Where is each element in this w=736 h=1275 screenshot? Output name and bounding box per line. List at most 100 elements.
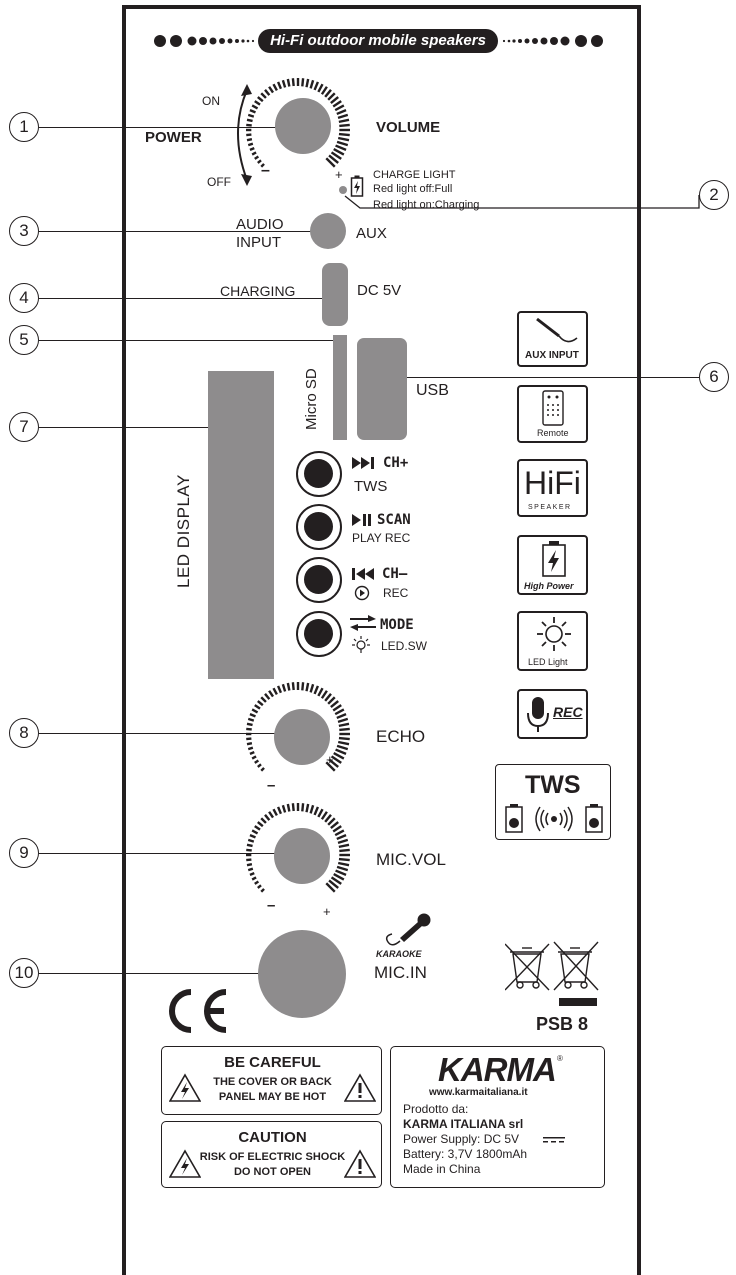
aux-input-badge: AUX INPUT [517, 311, 588, 367]
psb-label: PSB 8 [536, 1014, 589, 1034]
dial-tick [338, 722, 350, 728]
dial-tick [333, 873, 345, 881]
dial-tick [317, 687, 324, 697]
remote-badge: Remote [517, 385, 588, 443]
dial-tick [320, 86, 328, 95]
tws-speakers-icon [505, 804, 603, 833]
dial-tick [339, 848, 350, 853]
dial-tick [301, 803, 305, 812]
power-on-label: ON [202, 94, 220, 108]
dial-tick [246, 118, 253, 123]
caution-line1: RISK OF ELECTRIC SHOCK [199, 1151, 346, 1163]
mode-swap-icon [350, 615, 376, 631]
micvol-dial-scale [246, 803, 350, 893]
dial-tick [254, 880, 260, 885]
echo-knob[interactable] [274, 709, 330, 765]
be-careful-line1: THE COVER OR BACK [213, 1076, 332, 1088]
dial-tick [268, 811, 274, 819]
record-play-icon [354, 585, 370, 601]
microphone-icon [527, 697, 549, 732]
electric-hazard-icon [169, 1149, 201, 1178]
power-label: POWER [145, 129, 202, 146]
mic-in-jack[interactable] [258, 930, 346, 1018]
mode-button[interactable] [296, 611, 342, 657]
dial-tick [249, 751, 255, 756]
be-careful-box: BE CAREFUL THE COVER OR BACK PANEL MAY B… [161, 1046, 382, 1115]
micvol-knob[interactable] [274, 828, 330, 884]
dial-tick [286, 682, 291, 691]
tws-badge-label: TWS [525, 771, 581, 799]
dial-tick [254, 100, 261, 106]
caution-line2: DO NOT OPEN [233, 1166, 311, 1178]
dial-tick [246, 862, 253, 867]
dial-tick [301, 682, 305, 691]
usb-port[interactable] [357, 338, 407, 440]
dial-tick [336, 744, 349, 751]
aux-jack[interactable] [310, 213, 346, 249]
tws-badge: TWS [495, 764, 611, 840]
play-rec-label: PLAY REC [352, 531, 411, 545]
dial-tick [260, 817, 267, 824]
dial-tick [325, 157, 336, 168]
dial-tick [249, 147, 255, 152]
caution-title: CAUTION [238, 1129, 307, 1146]
dial-tick [281, 683, 287, 692]
led-display [208, 371, 274, 679]
brand-company: KARMA ITALIANA srl [403, 1117, 524, 1131]
ch-plus-button[interactable] [296, 451, 342, 497]
scan-label: SCAN [377, 512, 411, 528]
callout-5: 5 [9, 325, 39, 355]
mic-in-label: MIC.IN [374, 963, 427, 982]
remote-badge-label: Remote [537, 428, 569, 438]
dial-tick [251, 876, 257, 881]
dial-tick [264, 89, 271, 96]
dial-tick [309, 804, 315, 814]
dial-tick [247, 867, 254, 872]
dial-tick [305, 682, 310, 692]
dial-tick [309, 683, 315, 693]
dial-tick [264, 693, 271, 700]
callout-3: 3 [9, 216, 39, 246]
volume-knob[interactable] [275, 98, 331, 154]
callout-10: 10 [9, 958, 39, 988]
dial-tick [327, 817, 336, 826]
scan-button[interactable] [296, 504, 342, 550]
dial-tick [337, 717, 349, 724]
volume-minus: – [261, 162, 270, 179]
power-arrow-icon [237, 84, 252, 186]
dial-tick [246, 843, 253, 848]
dial-tick [325, 761, 336, 772]
echo-minus: – [267, 777, 276, 794]
dial-tick [337, 136, 350, 142]
dial-tick [257, 96, 264, 103]
dial-tick [254, 825, 261, 831]
led-sw-label: LED.SW [381, 639, 428, 653]
led-light-label: LED Light [528, 657, 568, 667]
dial-tick [332, 704, 342, 712]
callout-6: 6 [699, 362, 729, 392]
dial-tick [317, 808, 324, 818]
dial-tick [260, 888, 265, 893]
dial-tick [291, 682, 295, 691]
dial-tick [336, 108, 347, 116]
aux-cable-icon [536, 317, 578, 343]
brand-box: KARMA ® www.karmaitaliana.it Prodotto da… [390, 1046, 605, 1188]
echo-dial-scale [246, 682, 350, 772]
high-power-label: High Power [524, 581, 574, 591]
be-careful-title: BE CAREFUL [224, 1054, 321, 1071]
bulb-icon [352, 636, 370, 653]
dial-tick [336, 865, 349, 872]
dial-tick [286, 78, 291, 87]
remote-icon [542, 390, 564, 426]
dial-tick [246, 737, 252, 741]
microsd-slot[interactable] [333, 335, 347, 440]
dc-port[interactable] [322, 263, 348, 326]
dial-tick [301, 78, 305, 87]
callout-8: 8 [9, 718, 39, 748]
hifi-badge-label: HiFi [524, 465, 581, 501]
dial-tick [281, 804, 287, 813]
ch-minus-button[interactable] [296, 557, 342, 603]
dial-tick [336, 140, 349, 147]
dial-tick [247, 838, 255, 843]
dial-tick [327, 696, 336, 705]
